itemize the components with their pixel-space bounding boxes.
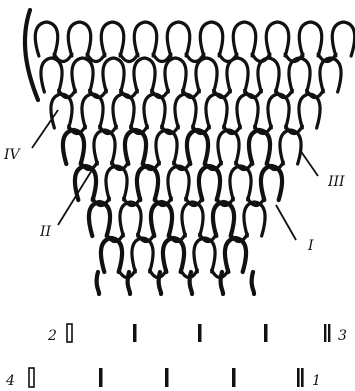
- knit-loop: [194, 238, 215, 272]
- label-leader-iii: [300, 150, 318, 176]
- knit-loop: [332, 22, 354, 56]
- left-selvedge: [25, 10, 38, 100]
- knit-loop: [233, 22, 255, 56]
- knit-loop: [163, 238, 184, 272]
- knit-loop: [134, 58, 155, 92]
- knit-loop: [299, 94, 320, 128]
- sinker-loop: [120, 54, 138, 62]
- knit-loop: [35, 22, 57, 56]
- knit-loop: [168, 166, 189, 200]
- knit-loop: [144, 94, 165, 128]
- label-iv: IV: [3, 147, 22, 163]
- needle-2-3: [165, 368, 169, 387]
- knit-loop: [266, 22, 288, 56]
- knit-loop: [125, 130, 146, 164]
- knit-loop: [113, 94, 134, 128]
- knit-loop: [134, 22, 156, 56]
- knit-loop: [63, 130, 84, 164]
- knit-loop: [320, 58, 341, 92]
- knit-loop: [244, 202, 265, 236]
- bottom-loop-tail: [159, 272, 162, 294]
- knit-loop: [227, 58, 248, 92]
- needle-row-1: 2 3: [47, 324, 347, 344]
- bottom-loop-tail: [252, 272, 255, 294]
- knit-loop: [258, 58, 279, 92]
- needle-2-2: [99, 368, 103, 387]
- knit-loop: [165, 58, 186, 92]
- knit-loop: [280, 130, 301, 164]
- knit-loop: [182, 202, 203, 236]
- knit-loop: [51, 94, 72, 128]
- label-i: I: [307, 238, 314, 254]
- knit-loop: [218, 130, 239, 164]
- knit-loop: [75, 166, 96, 200]
- knit-loop: [225, 238, 246, 272]
- knit-loop-mesh: [25, 10, 355, 294]
- needle-2-5b: [301, 368, 304, 387]
- needle-1-5a: [324, 324, 326, 342]
- knit-loop: [101, 238, 122, 272]
- knit-loop: [206, 94, 227, 128]
- knit-loop: [200, 22, 222, 56]
- bottom-loop-tail: [221, 272, 224, 294]
- knit-loop: [94, 130, 115, 164]
- knit-loop: [187, 130, 208, 164]
- knit-loop: [72, 58, 93, 92]
- knit-loop: [196, 58, 217, 92]
- knit-loop: [167, 22, 189, 56]
- needle-1-2: [133, 324, 137, 342]
- knit-loop: [268, 94, 289, 128]
- knit-loop: [132, 238, 153, 272]
- knit-loop: [120, 202, 141, 236]
- needle-label-4: 4: [5, 373, 15, 389]
- label-iii: III: [327, 174, 345, 190]
- needle-2-1: [29, 368, 34, 387]
- knit-loop: [237, 94, 258, 128]
- knit-loop: [199, 166, 220, 200]
- needle-1-5b: [328, 324, 330, 342]
- needle-row-2: 4 1: [5, 368, 321, 389]
- needle-2-5a: [297, 368, 300, 387]
- knit-loop: [299, 22, 321, 56]
- knit-loop: [289, 58, 310, 92]
- knit-loop: [151, 202, 172, 236]
- knit-loop: [249, 130, 270, 164]
- knit-loop: [89, 202, 110, 236]
- label-leader-i: [276, 205, 296, 240]
- knit-loop: [213, 202, 234, 236]
- knit-loop: [101, 22, 123, 56]
- knit-loop: [106, 166, 127, 200]
- knit-loop: [41, 58, 62, 92]
- knit-loop: [68, 22, 90, 56]
- needle-label-3: 3: [338, 328, 347, 344]
- needle-1-4: [264, 324, 268, 342]
- knit-loop: [175, 94, 196, 128]
- needle-1-3: [198, 324, 202, 342]
- needle-label-2: 2: [47, 328, 57, 344]
- bottom-loop-tail: [190, 272, 193, 294]
- needle-1-1: [67, 324, 72, 342]
- knit-loop: [103, 58, 124, 92]
- knit-loop: [230, 166, 251, 200]
- bottom-loop-tail: [97, 272, 100, 294]
- label-ii: II: [39, 224, 52, 240]
- knit-loop: [82, 94, 103, 128]
- bottom-loop-tail: [128, 272, 131, 294]
- needle-2-4: [232, 368, 236, 387]
- knit-loop: [261, 166, 282, 200]
- knit-loop: [137, 166, 158, 200]
- needle-label-1: 1: [312, 373, 321, 389]
- knit-loop: [156, 130, 177, 164]
